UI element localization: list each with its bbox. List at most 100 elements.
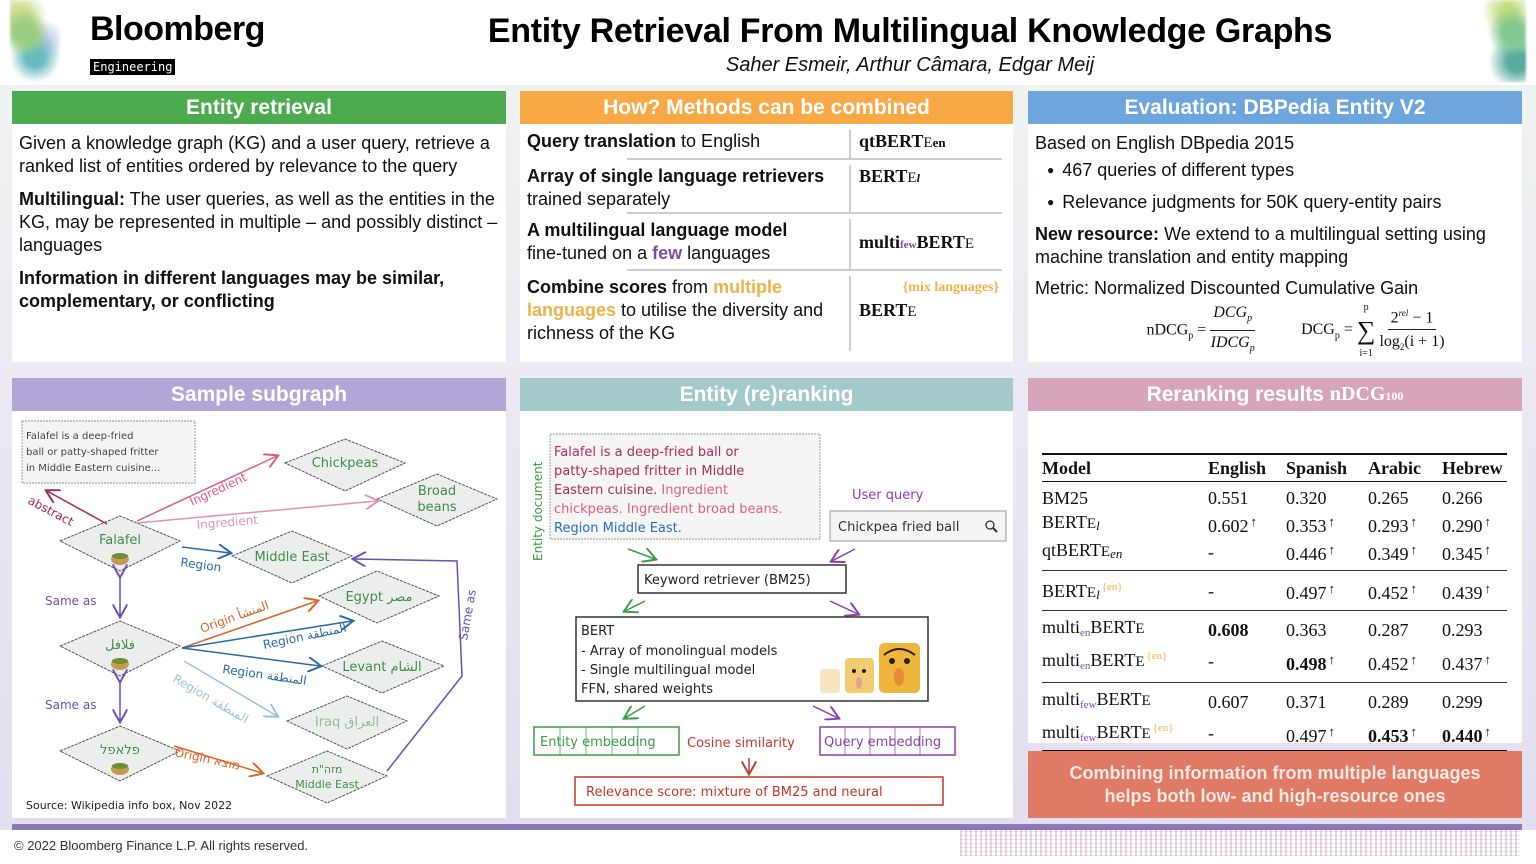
svg-text:Same as: Same as: [45, 594, 96, 608]
method-name: A multilingual language model: [527, 220, 788, 240]
svg-text:فلافل: فلافل: [105, 638, 135, 653]
brand-name: Bloomberg: [90, 10, 265, 48]
panel-header: Entity retrieval: [12, 91, 506, 124]
panel-entity-reranking: Entity (re)ranking Entity document Falaf…: [520, 378, 1013, 818]
new-resource-text: New resource: We extend to a multilingua…: [1035, 223, 1516, 269]
svg-text:Same as: Same as: [456, 588, 479, 641]
svg-text:Entity embedding: Entity embedding: [540, 735, 656, 750]
svg-text:Falafel is a deep-fried ball o: Falafel is a deep-fried ball or: [554, 445, 739, 460]
panel-header: Evaluation: DBPedia Entity V2: [1028, 91, 1522, 124]
svg-text:Egypt مصر: Egypt مصر: [345, 590, 412, 605]
svg-text:Middle East: Middle East: [254, 550, 329, 565]
svg-text:Ingredient: Ingredient: [187, 470, 249, 509]
evaluation-bullets: 467 queries of different types Relevance…: [1047, 159, 1516, 214]
table-row: qtBERTEen - 0.446↑ 0.349↑ 0.345↑: [1042, 538, 1507, 571]
method-name: Query translation: [527, 131, 677, 151]
svg-text:Region المنطقة: Region المنطقة: [262, 621, 348, 652]
svg-text:Query embedding: Query embedding: [824, 735, 941, 750]
method-name: Array of single language retrievers: [527, 166, 825, 186]
svg-text:Keyword retriever (BM25): Keyword retriever (BM25): [644, 573, 811, 588]
entity-document-label: Entity document: [531, 461, 545, 561]
svg-text:Chickpeas: Chickpeas: [312, 456, 379, 471]
svg-text:Middle East: Middle East: [295, 778, 359, 791]
decorative-speckle-bottom-right: [960, 828, 1520, 856]
svg-text:Levant الشام: Levant الشام: [342, 660, 421, 675]
methods-table: Query translation to English qtBERTEen A…: [520, 124, 1013, 351]
model-name: qtBERTEen: [849, 130, 1009, 158]
new-resource-label: New resource:: [1035, 224, 1160, 244]
col-english: English: [1208, 453, 1286, 482]
multilingual-desc: The user queries, as well as the entitie…: [19, 189, 498, 255]
panel-header: Sample subgraph: [12, 378, 506, 411]
query-embedding-box: [819, 726, 956, 756]
svg-text:Falafel: Falafel: [99, 533, 141, 548]
svg-text:patty-shaped fritter in Middle: patty-shaped fritter in Middle: [554, 464, 744, 479]
svg-text:פלאפל: פלאפל: [100, 743, 140, 758]
method-desc: to English: [676, 131, 761, 151]
svg-text:Eastern cuisine. Ingredient: Eastern cuisine. Ingredient: [554, 483, 728, 498]
user-query-text: Chickpea fried ball: [838, 520, 959, 535]
svg-text:beans: beans: [417, 500, 456, 515]
method-name: Combine scores: [527, 277, 668, 297]
subgraph-diagram: Falafel is a deep-fried ball or patty-sh…: [21, 420, 499, 812]
panel-reranking-results: Reranking results nDCG100 Model English …: [1028, 378, 1522, 752]
table-row: multienBERTE{en} - 0.498↑ 0.452↑ 0.437↑: [1042, 645, 1507, 683]
brand-tag: Engineering: [90, 59, 176, 75]
divider: [627, 212, 1002, 214]
panel-header: Entity (re)ranking: [520, 378, 1013, 411]
svg-text:Same as: Same as: [45, 698, 96, 712]
svg-text:chickpeas. Ingredient broad be: chickpeas. Ingredient broad beans.: [554, 502, 783, 517]
table-row: multifewBERTE{en} - 0.497↑ 0.453↑ 0.440↑: [1042, 717, 1507, 752]
conclusion-line-1: Combining information from multiple lang…: [1069, 762, 1481, 783]
svg-text:FFN, shared weights: FFN, shared weights: [581, 682, 713, 697]
bullet-item: 467 queries of different types: [1047, 159, 1516, 182]
svg-text:abstract: abstract: [26, 493, 77, 529]
svg-text:Region المنطقة: Region المنطقة: [222, 662, 308, 688]
svg-text:Iraq العراق: Iraq العراق: [315, 715, 379, 730]
source-note: Source: Wikipedia info box, Nov 2022: [26, 799, 232, 812]
divider: [627, 158, 1002, 160]
svg-text:in Middle Eastern cuisine...: in Middle Eastern cuisine...: [26, 463, 160, 474]
multilingual-label: Multilingual:: [19, 189, 125, 209]
copyright-notice: © 2022 Bloomberg Finance L.P. All rights…: [14, 838, 309, 853]
poster-authors: Saher Esmeir, Arthur Câmara, Edgar Meij: [725, 54, 1095, 76]
panel-methods: How? Methods can be combined Query trans…: [520, 91, 1013, 362]
bullet-item: Relevance judgments for 50K query-entity…: [1047, 191, 1516, 214]
poster-title: Entity Retrieval From Multilingual Knowl…: [487, 12, 1333, 50]
model-name: multifewBERTE: [849, 219, 1009, 269]
svg-text:Origin מוצא: Origin מוצא: [173, 745, 241, 773]
svg-text:Relevance score: mixture of BM: Relevance score: mixture of BM25 and neu…: [586, 785, 883, 800]
svg-text:Region: Region: [180, 555, 223, 575]
col-spanish: Spanish: [1286, 453, 1368, 482]
brand-logo: Bloomberg Engineering: [90, 10, 265, 76]
col-model: Model: [1042, 453, 1208, 482]
definition-text: Given a knowledge graph (KG) and a user …: [19, 133, 490, 176]
svg-text:Cosine similarity: Cosine similarity: [687, 736, 795, 751]
panel-header: Reranking results nDCG100: [1028, 378, 1522, 411]
highlight-languages: languages: [527, 300, 617, 320]
table-header-row: Model English Spanish Arabic Hebrew: [1042, 453, 1507, 482]
svg-text:User query: User query: [852, 488, 924, 503]
svg-text:Ingredient: Ingredient: [196, 513, 259, 532]
decorative-speckle-top-left: [10, 0, 60, 82]
col-hebrew: Hebrew: [1442, 453, 1507, 482]
highlight-multiple: multiple: [713, 277, 783, 297]
bert-mascot-icons: [820, 643, 920, 693]
relevance-score-box: [574, 776, 944, 806]
information-text: Information in different languages may b…: [19, 268, 445, 311]
svg-text:BERT: BERT: [581, 624, 614, 639]
col-arabic: Arabic: [1368, 453, 1442, 482]
search-icon: [985, 520, 998, 533]
decorative-speckle-top-right: [1481, 0, 1526, 82]
svg-text:Region المنطقة: Region المنطقة: [171, 671, 251, 726]
model-name: {mix languages}BERTE: [849, 276, 1009, 351]
svg-text:Region Middle East.: Region Middle East.: [554, 521, 682, 536]
new-resource-desc: We extend to a multilingual setting usin…: [1035, 224, 1486, 267]
method-row: Query translation to English qtBERTEen: [527, 130, 1013, 158]
